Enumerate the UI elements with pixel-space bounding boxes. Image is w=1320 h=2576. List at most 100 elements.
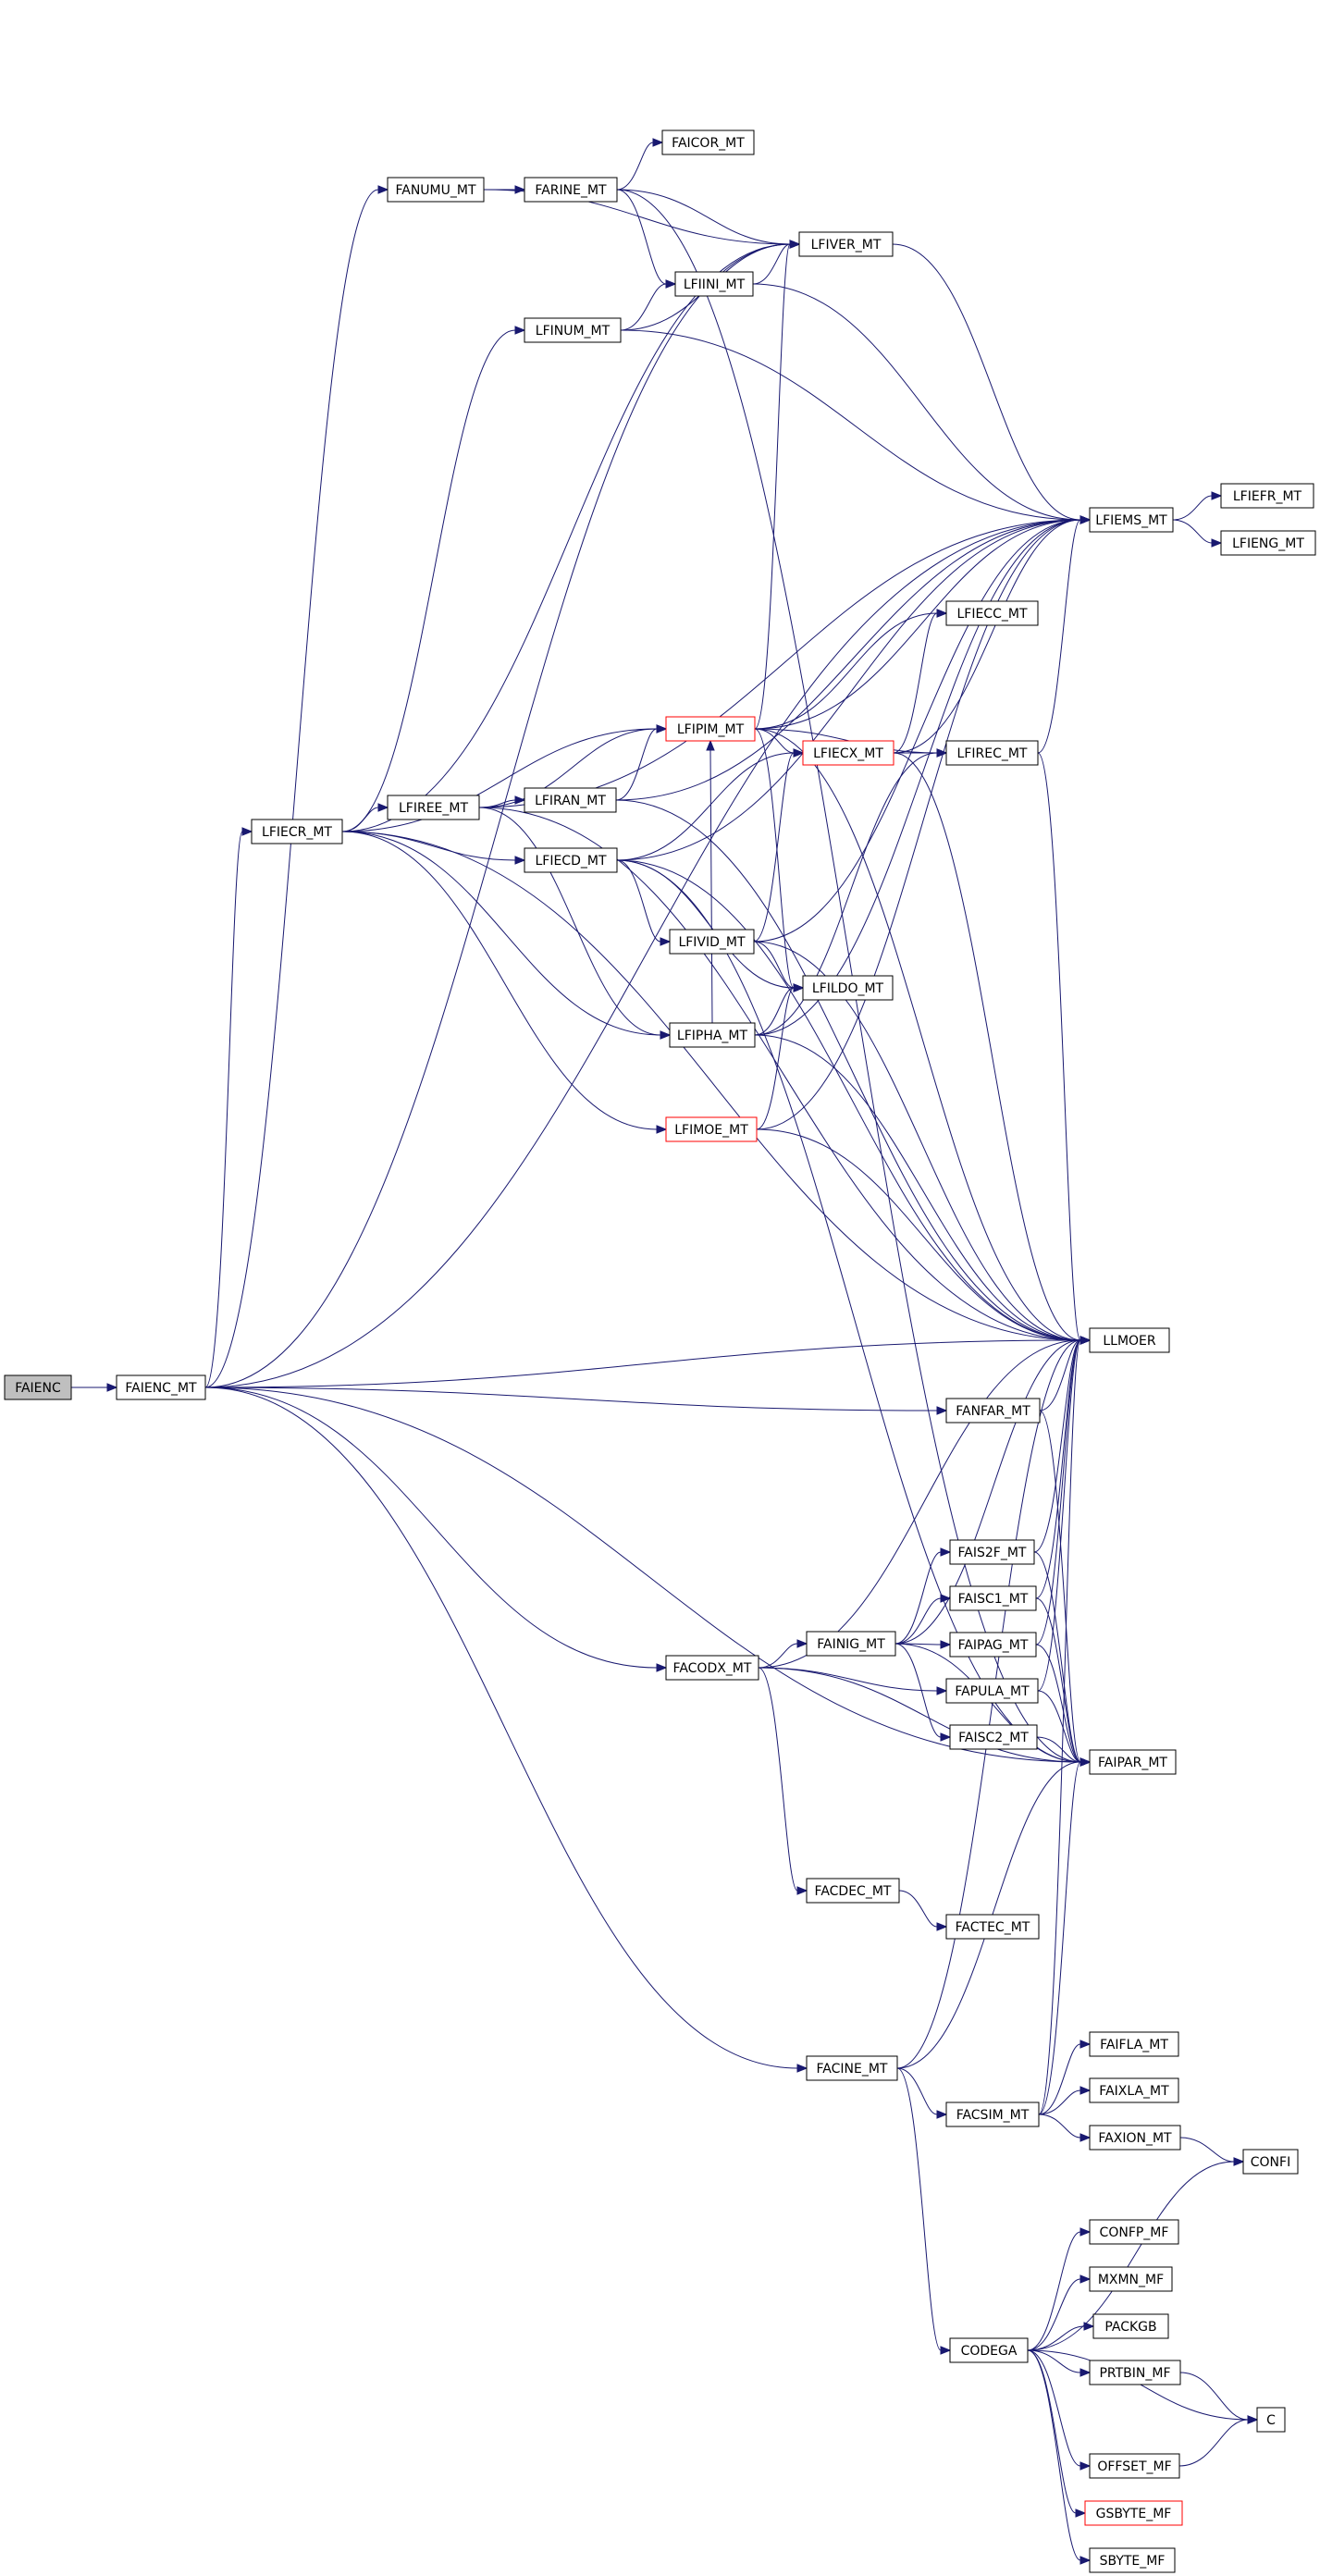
node-fanfar-mt[interactable]: FANFAR_MT	[945, 1398, 1041, 1424]
edge-line	[894, 1551, 942, 1645]
edge-line	[1035, 1597, 1081, 1763]
edge-line	[478, 807, 1081, 1341]
node-box	[1089, 2547, 1176, 2573]
arrowhead	[665, 279, 677, 289]
node-box	[524, 847, 618, 873]
node-offset-mf[interactable]: OFFSET_MF	[1089, 2453, 1180, 2479]
node-lfildo-mt[interactable]: LFILDO_MT	[802, 975, 894, 1001]
node-lfiecx-mt[interactable]: LFIECX_MT	[802, 740, 894, 766]
node-packgb[interactable]: PACKGB	[1092, 2313, 1169, 2339]
edge-line	[615, 519, 1081, 801]
edge-line	[1038, 2089, 1081, 2115]
edge-lfiini-mt-to-lfiems-mt	[752, 283, 1092, 524]
node-label: LFIVID_MT	[678, 935, 746, 950]
node-lfivid-mt[interactable]: LFIVID_MT	[669, 929, 755, 955]
node-codega[interactable]: CODEGA	[949, 2337, 1029, 2363]
edge-line	[754, 728, 795, 989]
node-lfiecc-mt[interactable]: LFIECC_MT	[945, 600, 1039, 626]
edge-faienc-mt-to-facine-mt	[204, 1387, 808, 2073]
node-facsim-mt[interactable]: FACSIM_MT	[945, 2101, 1040, 2127]
node-lfiver-mt[interactable]: LFIVER_MT	[798, 231, 894, 257]
node-prtbin-mf[interactable]: PRTBIN_MF	[1089, 2360, 1181, 2385]
node-gsbyte-mf[interactable]: GSBYTE_MF	[1084, 2500, 1183, 2526]
edge-line	[1038, 2114, 1081, 2138]
node-faxion-mt[interactable]: FAXION_MT	[1089, 2125, 1181, 2151]
arrowhead	[1075, 2508, 1087, 2518]
edge-fanfar-mt-to-faipar-mt	[1039, 1410, 1092, 1767]
node-fanumu-mt[interactable]: FANUMU_MT	[387, 177, 485, 203]
node-lfimoe-mt[interactable]: LFIMOE_MT	[665, 1116, 758, 1142]
node-label: LLMOER	[1103, 1334, 1156, 1349]
edge-line	[756, 987, 795, 1130]
node-lfiran-mt[interactable]: LFIRAN_MT	[524, 787, 617, 813]
arrowhead	[660, 937, 672, 946]
node-lfiefr-mt[interactable]: LFIEFR_MT	[1220, 483, 1314, 509]
node-box	[945, 1398, 1041, 1424]
node-lfieng-mt[interactable]: LFIENG_MT	[1220, 530, 1316, 556]
node-sbyte-mf[interactable]: SBYTE_MF	[1089, 2547, 1176, 2573]
node-faicor-mt[interactable]: FAICOR_MT	[661, 129, 755, 155]
node-faienc[interactable]: FAIENC	[4, 1374, 72, 1400]
node-facdec-mt[interactable]: FACDEC_MT	[806, 1878, 900, 1904]
node-box	[1089, 2031, 1179, 2057]
node-fapula-mt[interactable]: FAPULA_MT	[945, 1678, 1039, 1704]
node-lfiecr-mt[interactable]: LFIECR_MT	[251, 819, 343, 844]
node-faipag-mt[interactable]: FAIPAG_MT	[949, 1632, 1037, 1658]
node-mxmn-mf[interactable]: MXMN_MF	[1089, 2266, 1173, 2292]
edge-line	[616, 189, 667, 285]
node-farine-mt[interactable]: FARINE_MT	[524, 177, 618, 203]
node-box	[945, 1914, 1040, 1940]
node-facodx-mt[interactable]: FACODX_MT	[665, 1655, 759, 1681]
node-fais2f-mt[interactable]: FAIS2F_MT	[949, 1539, 1035, 1565]
edge-lfinum-mt-to-lfiems-mt	[620, 329, 1092, 524]
edge-lfimoe-mt-to-lfildo-mt	[756, 983, 805, 1130]
node-faifla-mt[interactable]: FAIFLA_MT	[1089, 2031, 1179, 2057]
node-confp-mf[interactable]: CONFP_MF	[1089, 2219, 1179, 2245]
node-confi[interactable]: CONFI	[1242, 2149, 1299, 2175]
edge-line	[753, 941, 795, 989]
node-label: FACDEC_MT	[815, 1884, 892, 1899]
arrowhead	[1083, 2322, 1095, 2331]
edge-lfiree-mt-to-llmoer	[478, 807, 1092, 1345]
edge-line	[1039, 1410, 1081, 1763]
node-lfiini-mt[interactable]: LFIINI_MT	[674, 271, 754, 297]
node-facine-mt[interactable]: FACINE_MT	[806, 2055, 898, 2081]
node-lfinum-mt[interactable]: LFINUM_MT	[524, 317, 622, 343]
edge-faienc-mt-to-fanfar-mt	[204, 1387, 948, 1415]
arrowhead	[514, 856, 526, 865]
edge-line	[616, 859, 795, 989]
node-label: LFIEFR_MT	[1233, 489, 1302, 504]
node-box	[251, 819, 343, 844]
node-lfiecd-mt[interactable]: LFIECD_MT	[524, 847, 618, 873]
node-lfirec-mt[interactable]: LFIREC_MT	[945, 740, 1039, 766]
edge-line	[896, 2067, 942, 2351]
node-faisc1-mt[interactable]: FAISC1_MT	[949, 1585, 1037, 1611]
arrowhead	[1211, 491, 1223, 500]
edge-line	[1033, 1339, 1081, 1553]
node-lfipim-mt[interactable]: LFIPIM_MT	[665, 716, 756, 742]
edge-line	[1172, 519, 1213, 544]
node-c[interactable]: C	[1256, 2407, 1286, 2433]
node-lfipha-mt[interactable]: LFIPHA_MT	[669, 1022, 756, 1048]
arrowhead	[1233, 2157, 1245, 2166]
edge-lfiecr-mt-to-lfimoe-mt	[341, 831, 668, 1134]
node-fainig-mt[interactable]: FAINIG_MT	[806, 1631, 896, 1657]
node-label: FANUMU_MT	[395, 183, 475, 198]
node-llmoer[interactable]: LLMOER	[1089, 1327, 1170, 1353]
node-label: FAIFLA_MT	[1100, 2038, 1168, 2052]
arrowhead	[940, 1732, 952, 1742]
edge-line	[1027, 2349, 1077, 2514]
node-faisc2-mt[interactable]: FAISC2_MT	[949, 1724, 1038, 1750]
edge-line	[616, 752, 795, 861]
node-faipar-mt[interactable]: FAIPAR_MT	[1089, 1749, 1177, 1775]
edge-lfiecd-mt-to-lfivid-mt	[616, 859, 672, 946]
node-factec-mt[interactable]: FACTEC_MT	[945, 1914, 1040, 1940]
node-label: FAINIG_MT	[817, 1637, 885, 1652]
node-lfiree-mt[interactable]: LFIREE_MT	[387, 795, 480, 820]
node-lfiems-mt[interactable]: LFIEMS_MT	[1089, 507, 1174, 533]
arrowhead	[660, 1030, 672, 1040]
edge-line	[1178, 2419, 1249, 2467]
node-faixla-mt[interactable]: FAIXLA_MT	[1089, 2077, 1179, 2103]
node-faienc-mt[interactable]: FAIENC_MT	[116, 1374, 206, 1400]
arrowhead	[1211, 538, 1223, 548]
